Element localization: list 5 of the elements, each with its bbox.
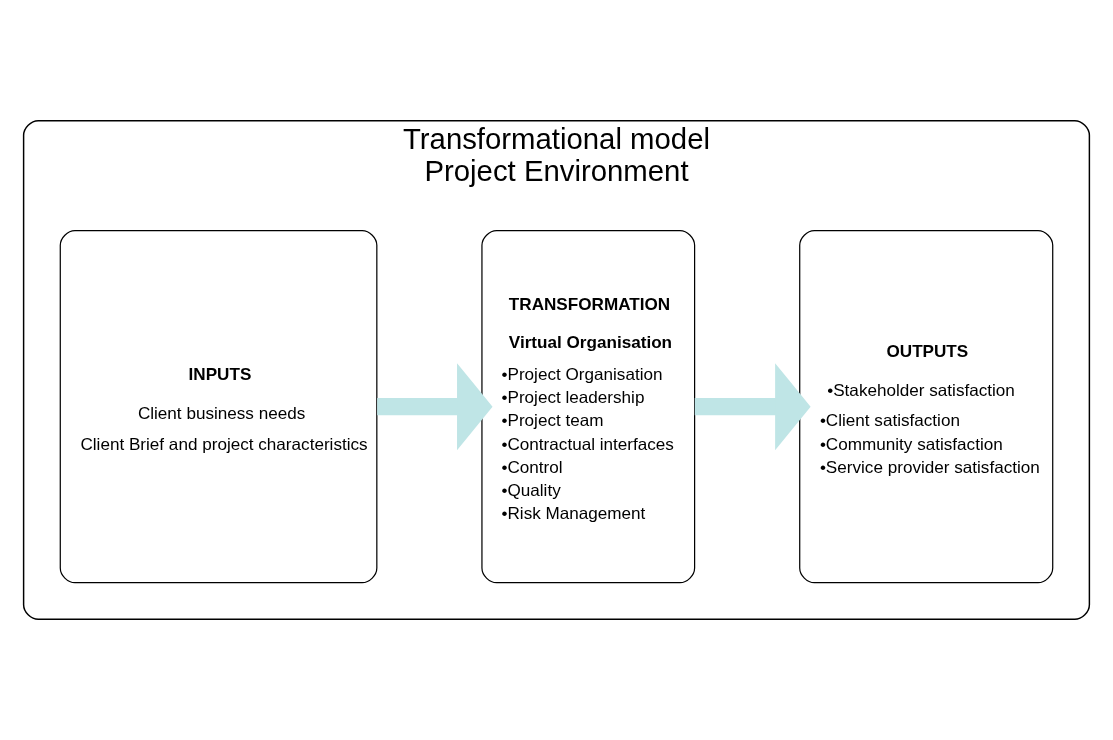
node-box: OUTPUTS •Stakeholder satisfaction •Client satisfaction •Community satisfaction •Service provider satisfaction [799, 230, 1054, 584]
arrow [694, 363, 811, 451]
node-box: INPUTS Client business needs Client Brief and project characteristics [59, 230, 378, 584]
arrow [377, 363, 493, 451]
node-box: TRANSFORMATION Virtual Organisation •Project Organisation •Project leadership •Project team •Contractual interfaces •Control •Quality •Risk Management [481, 230, 696, 584]
